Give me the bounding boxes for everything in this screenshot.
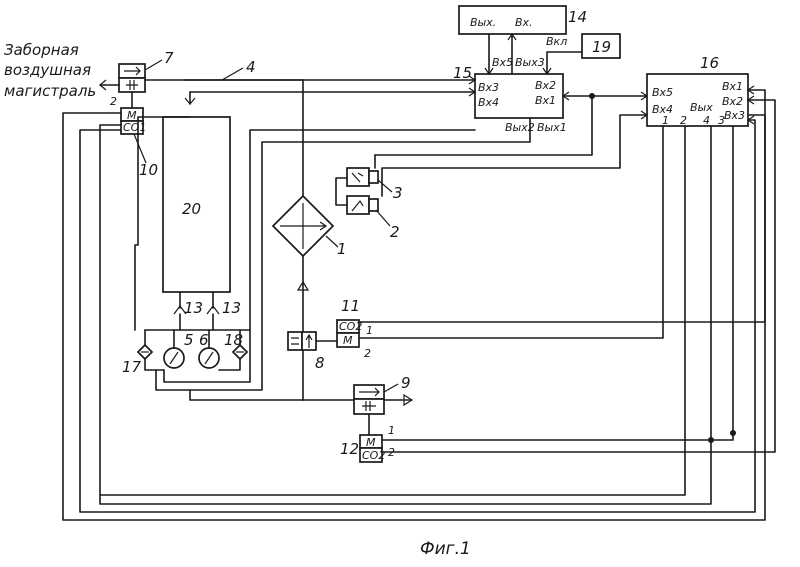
title-line-1: Заборная [4, 41, 79, 59]
block-15-in4: Вх4 [478, 96, 499, 109]
manifold-to-valve-9 [190, 390, 303, 400]
leader-3 [378, 180, 392, 192]
sensor-11-p1: 1 [366, 324, 373, 337]
ref-12: 12 [340, 440, 359, 458]
ref-11: 11 [341, 297, 360, 315]
ref-14: 14 [568, 8, 587, 26]
ref-19: 19 [592, 38, 611, 56]
ref-10: 10 [139, 161, 158, 179]
ref-13-right: 13 [222, 299, 241, 317]
sensor-2-cap [369, 199, 378, 211]
ref-5: 5 [184, 331, 194, 349]
ref-2: 2 [390, 223, 400, 241]
block-16-in2: Вх2 [722, 95, 743, 108]
sensor-11-p2: 2 [364, 347, 371, 360]
title-line-3: магистраль [4, 82, 96, 100]
block-16-p2: 2 [680, 114, 687, 127]
sensor-10-pin: 2 [110, 95, 117, 108]
ref-8: 8 [315, 354, 325, 372]
leader-2 [376, 210, 390, 226]
block-16-out: Вых [690, 101, 713, 114]
sensor-2 [347, 196, 369, 214]
block-16-p1: 1 [662, 114, 669, 127]
junction-dot [730, 430, 736, 436]
sensor-10-co-label: СО1 [123, 121, 146, 134]
link-12-to-16-p3 [382, 126, 733, 440]
block-16-in1: Вх1 [722, 80, 743, 93]
ref-6: 6 [199, 331, 209, 349]
block-15-out3: Вых3 [515, 56, 545, 69]
figure-caption: Фиг.1 [420, 539, 471, 559]
ref-13-left: 13 [184, 299, 203, 317]
block-15-kl: Вкл [546, 35, 567, 48]
ref-20: 20 [182, 200, 201, 218]
title-line-2: воздушная [4, 61, 91, 79]
valve-8-left [288, 332, 302, 350]
block-15-in5: Вх5 [492, 56, 513, 69]
ref-16: 16 [700, 54, 719, 72]
leader-10 [134, 134, 146, 163]
link-12-to-16-in2 [382, 100, 775, 452]
link-11-to-16-p1 [359, 126, 663, 338]
block-15-in3: Вх3 [478, 81, 499, 94]
sensor-12-co-label: СО2 [362, 449, 385, 462]
ref-3: 3 [393, 184, 403, 202]
sensor-3 [347, 168, 369, 186]
leader-7 [145, 60, 162, 70]
block-16-in5: Вх5 [652, 86, 673, 99]
sensor-12-m-label: М [366, 436, 376, 449]
block-14-out-label: Вых. [470, 16, 496, 29]
ref-4: 4 [246, 58, 256, 76]
sensor-11-m-label: М [343, 334, 353, 347]
link-19-15-kl [547, 52, 582, 74]
block-16-in3: Вх3 [724, 109, 745, 122]
block-16-p4: 4 [703, 114, 710, 127]
block-16-p3: 3 [718, 114, 725, 127]
leader-4 [222, 68, 243, 80]
ref-7: 7 [164, 49, 174, 67]
sensor-12-p1: 1 [388, 424, 395, 437]
leader-9 [384, 384, 398, 392]
block-14-in-label: Вх. [515, 16, 533, 29]
ref-9: 9 [401, 374, 411, 392]
sensor-link [336, 178, 347, 205]
ref-1: 1 [337, 240, 347, 258]
block-15-out1: Вых1 [537, 121, 567, 134]
block-15-in1: Вх1 [535, 94, 556, 107]
ref-17: 17 [122, 358, 142, 376]
sensor-3-cap [369, 171, 378, 183]
block-15-in2: Вх2 [535, 79, 556, 92]
